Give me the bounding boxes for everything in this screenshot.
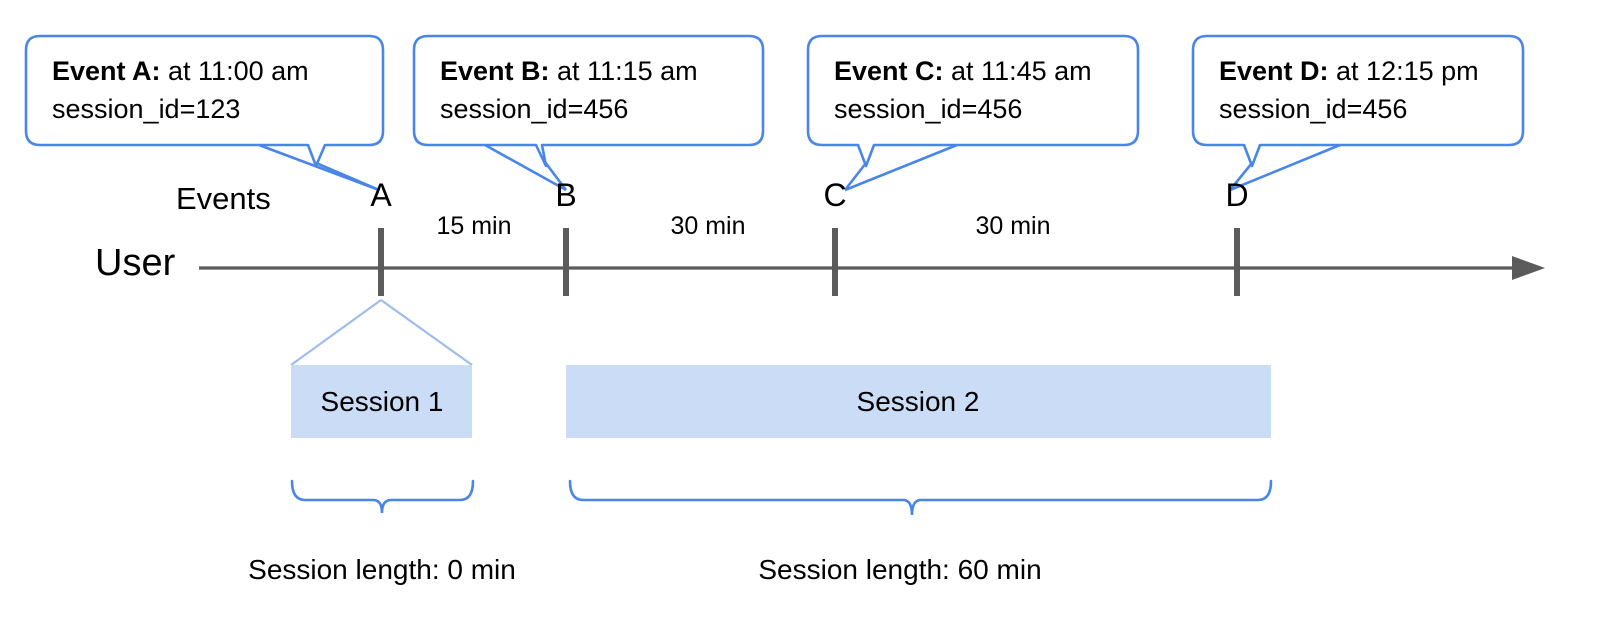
tick-label-a: A: [370, 177, 392, 213]
axis-label-user: User: [95, 242, 176, 284]
timeline-axis: [199, 256, 1545, 280]
session-1-connector: [290, 299, 473, 366]
callout-b-time: at 11:15 am: [549, 56, 698, 86]
callout-c-session-id: session_id=456: [834, 94, 1023, 124]
tick-label-b: B: [555, 177, 577, 213]
callout-bubble-event-d: [1191, 34, 1525, 192]
session-1-length-label: Session length: 0 min: [248, 554, 516, 585]
session-1-label: Session 1: [320, 386, 444, 417]
duration-label-b-c: 30 min: [670, 212, 746, 240]
session-1-brace: [290, 479, 475, 514]
session-2-bar: [566, 365, 1271, 438]
callout-bubble-event-b: [412, 34, 765, 192]
callout-bubble-event-a: [24, 34, 385, 192]
tick-label-d: D: [1225, 177, 1249, 213]
session-1-bar: [291, 365, 472, 438]
callout-text-event-b: Event B: at 11:15 am session_id=456: [440, 52, 698, 128]
callout-a-time: at 11:00 am: [160, 56, 309, 86]
tick-label-c: C: [823, 177, 847, 213]
callout-b-bold-label: Event B:: [440, 56, 550, 86]
callout-c-bold-label: Event C:: [834, 56, 944, 86]
duration-label-a-b: 15 min: [436, 212, 512, 240]
callout-bubble-event-c: [806, 34, 1140, 192]
session-2-label: Session 2: [856, 386, 980, 417]
callout-d-session-id: session_id=456: [1219, 94, 1408, 124]
callout-text-event-a: Event A: at 11:00 am session_id=123: [52, 52, 309, 128]
events-row-label: Events: [176, 181, 271, 216]
callout-d-time: at 12:15 pm: [1328, 56, 1479, 86]
session-2-brace: [568, 479, 1273, 516]
callout-d-bold-label: Event D:: [1219, 56, 1329, 86]
session-2-length-label: Session length: 60 min: [758, 554, 1042, 585]
callout-text-event-c: Event C: at 11:45 am session_id=456: [834, 52, 1092, 128]
duration-label-c-d: 30 min: [975, 212, 1051, 240]
callout-c-time: at 11:45 am: [943, 56, 1092, 86]
callout-a-session-id: session_id=123: [52, 94, 241, 124]
callout-text-event-d: Event D: at 12:15 pm session_id=456: [1219, 52, 1479, 128]
callout-b-session-id: session_id=456: [440, 94, 629, 124]
callout-a-bold-label: Event A:: [52, 56, 161, 86]
